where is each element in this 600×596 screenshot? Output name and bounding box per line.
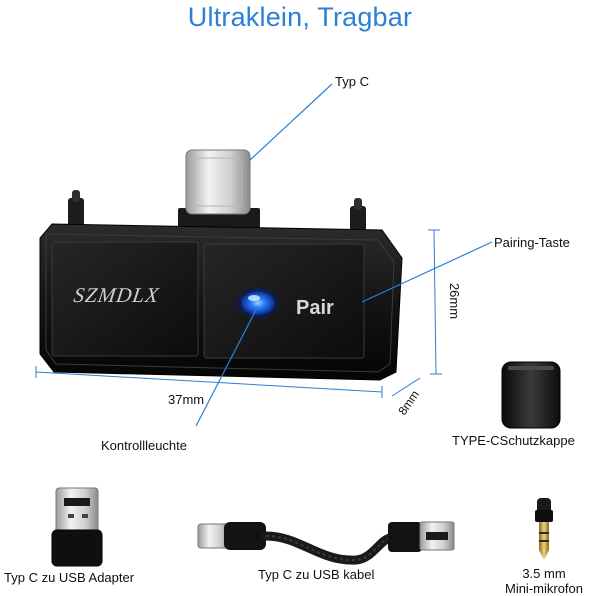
pairing-taste-label: Pairing-Taste — [494, 235, 570, 250]
depth-dimension-line — [391, 377, 421, 397]
width-dimension-line — [35, 371, 383, 393]
usb-adapter-image — [51, 487, 103, 567]
callout-line-typ-c — [249, 83, 333, 161]
typ-c-label: Typ C — [335, 74, 369, 89]
microphone-size-label: 3.5 mm — [522, 566, 566, 581]
callout-line-led — [195, 305, 259, 427]
brand-logo: SZMDLX — [72, 283, 161, 307]
kontrollleuchte-label: Kontrollleuchte — [101, 438, 187, 453]
dimension-lines — [35, 229, 442, 398]
protective-cap — [501, 361, 561, 429]
bluetooth-adapter-body — [39, 223, 403, 381]
usb-adapter-label: Typ C zu USB Adapter — [4, 570, 135, 585]
pair-button: Pair — [296, 297, 334, 319]
height-dimension-line — [433, 229, 437, 375]
depth-label: 8mm — [395, 388, 422, 418]
mini-microphone-image — [535, 498, 553, 560]
height-label: 26mm — [447, 283, 462, 319]
usb-cable-image — [197, 521, 455, 565]
page-title: Ultraklein, Tragbar — [187, 2, 413, 32]
width-label: 37mm — [168, 392, 204, 407]
usb-c-plug — [178, 149, 260, 230]
microphone-name-label: Mini-mikrofon — [504, 581, 583, 596]
device-side-pins — [68, 190, 366, 236]
callout-line-pairing — [361, 241, 493, 303]
schutzkappe-label: TYPE-CSchutzkappe — [452, 433, 575, 448]
usb-cable-label: Typ C zu USB kabel — [258, 567, 375, 582]
callout-lines — [195, 83, 493, 427]
indicator-led — [236, 287, 280, 319]
